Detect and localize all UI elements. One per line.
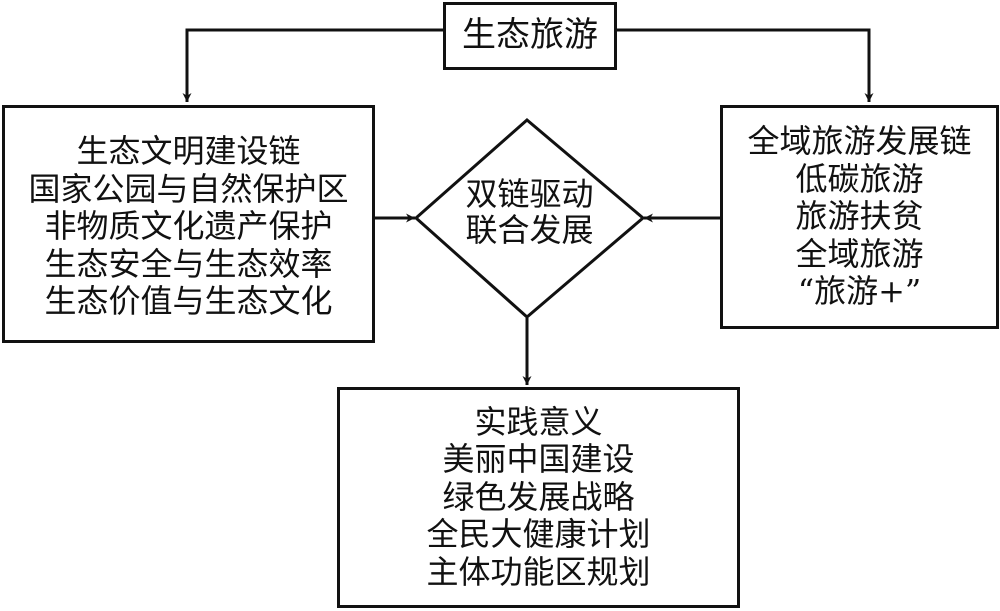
node-item: 低碳旅游	[795, 159, 924, 198]
node-dual-chain-driver: 双链驱动 联合发展	[416, 176, 643, 249]
node-item: 生态价值与生态文化	[44, 282, 333, 321]
node-item: “旅游+”	[797, 272, 922, 311]
center-diamond-shape	[413, 118, 646, 319]
node-all-region-tourism-chain: 全域旅游发展链 低碳旅游 旅游扶贫 全域旅游 “旅游+”	[720, 105, 999, 329]
node-title: 生态文明建设链	[76, 132, 301, 171]
node-item: 非物质文化遗产保护	[44, 207, 333, 246]
node-item: 旅游扶贫	[795, 197, 924, 236]
node-eco-tourism-label: 生态旅游	[462, 15, 598, 56]
edge-top-to-right	[617, 28, 874, 102]
node-item: 全域旅游	[795, 234, 924, 273]
node-title: 全域旅游发展链	[747, 122, 972, 161]
node-item: 美丽中国建设	[442, 440, 635, 479]
node-eco-tourism: 生态旅游	[443, 2, 617, 70]
node-item: 国家公园与自然保护区	[28, 169, 349, 208]
edge-top-to-left	[182, 28, 443, 102]
node-item: 生态安全与生态效率	[44, 244, 333, 283]
node-item: 绿色发展战略	[442, 477, 635, 516]
node-practical-significance: 实践意义 美丽中国建设 绿色发展战略 全民大健康计划 主体功能区规划	[337, 387, 740, 608]
node-item: 全民大健康计划	[426, 515, 651, 554]
node-title: 实践意义	[474, 402, 603, 441]
node-eco-civilization-chain: 生态文明建设链 国家公园与自然保护区 非物质文化遗产保护 生态安全与生态效率 生…	[2, 105, 375, 343]
node-item: 主体功能区规划	[426, 552, 651, 591]
diamond-line: 联合发展	[465, 211, 594, 250]
diamond-line: 双链驱动	[465, 175, 594, 213]
